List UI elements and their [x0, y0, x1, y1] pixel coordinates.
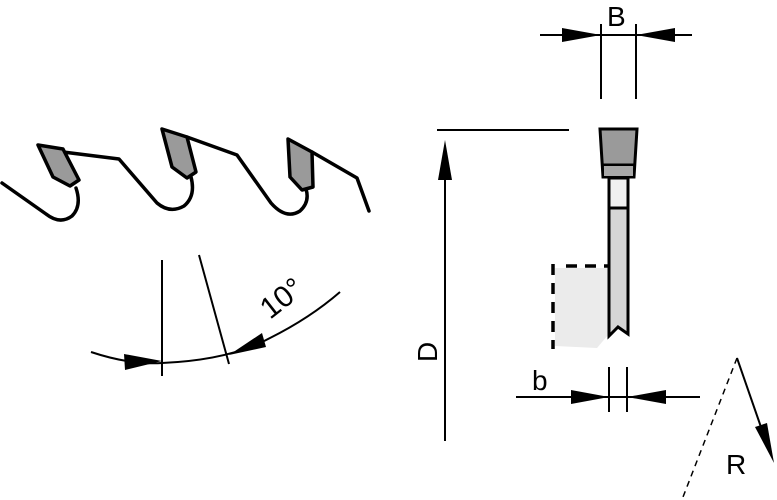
blade-cross-section [598, 127, 639, 340]
teeth-profile [0, 127, 371, 222]
arrow-head-right [229, 333, 266, 355]
blade-body [607, 206, 630, 340]
width-dimension [540, 24, 692, 99]
carbide-tip-3 [286, 137, 315, 192]
tooth-gullet-1 [0, 181, 80, 222]
width-label-b-upper: B [607, 1, 626, 32]
rotation-label: R [726, 449, 746, 480]
carbide-tip-1 [36, 143, 81, 188]
tooth-back-1 [61, 150, 195, 212]
diameter-label: D [412, 342, 443, 362]
rotation-indicator [682, 357, 774, 498]
plate-dimension [516, 367, 700, 412]
workpiece-outline [551, 264, 608, 349]
tooth-back-2 [185, 135, 309, 216]
carbide-tip-2 [160, 127, 198, 180]
diameter-dimension [437, 129, 569, 441]
tip-band [604, 166, 633, 176]
arrow-head-left [124, 354, 162, 370]
plate-label: b [532, 365, 548, 396]
shank-upper [607, 176, 630, 210]
workpiece [555, 268, 608, 348]
hook-angle-annotation [90, 254, 341, 376]
tooth-back-3 [310, 150, 371, 213]
angle-line [198, 254, 230, 365]
angle-label: 10° [254, 272, 310, 326]
